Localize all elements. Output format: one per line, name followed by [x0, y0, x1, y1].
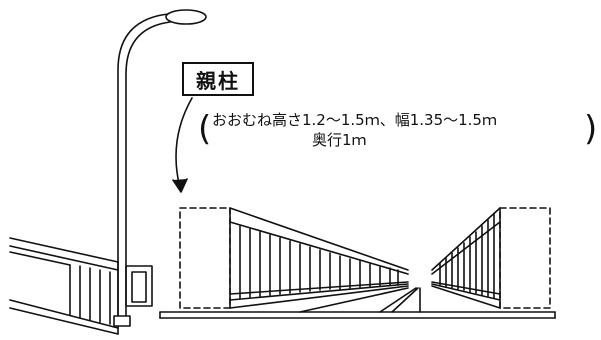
right-newel-post: [499, 207, 551, 309]
spec-paren-close: ): [584, 109, 598, 149]
arrow-icon: [172, 97, 193, 193]
street-lamp-icon: [113, 9, 207, 327]
newel-post-label-text: 親柱: [196, 68, 240, 93]
left-roadside-railing: [9, 237, 119, 335]
left-bridge-railing: [229, 207, 409, 309]
newel-post-label: 親柱: [182, 62, 254, 96]
right-bridge-railing: [431, 207, 501, 309]
road-surface: [229, 285, 501, 313]
spec-paren-open: (: [198, 109, 212, 149]
bridge-pillar-icon: [179, 207, 231, 309]
spec-depth-line: 奥行1ｍ: [312, 131, 367, 149]
spec-dimensions-line: おおむね高さ1.2〜1.5ｍ、幅1.35〜1.5ｍ: [212, 111, 497, 129]
